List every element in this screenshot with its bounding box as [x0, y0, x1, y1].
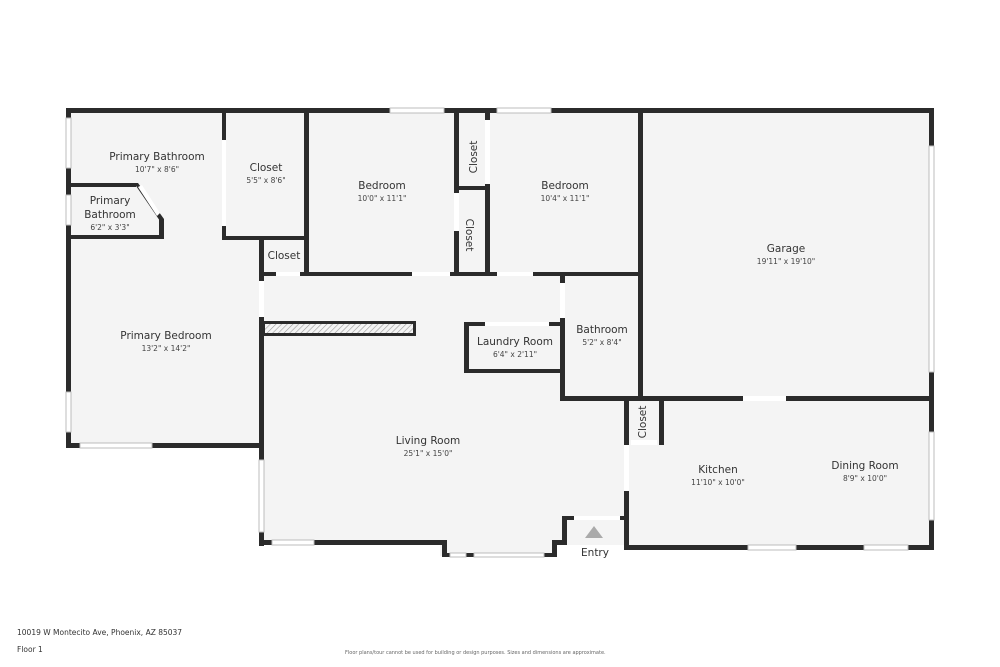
room-bedroom-1: Bedroom 10'0" x 11'1" [358, 180, 407, 203]
room-dimensions: 19'11" x 19'10" [757, 257, 815, 266]
room-name: Bedroom [541, 180, 589, 192]
room-entry: Entry [581, 547, 609, 559]
room-closet-lower: Closet [463, 219, 475, 252]
room-name: Dining Room [831, 460, 898, 472]
windows [65, 107, 935, 558]
room-dimensions: 10'4" x 11'1" [541, 194, 590, 203]
room-dimensions: 10'7" x 8'6" [135, 165, 179, 174]
room-bathroom: Bathroom 5'2" x 8'4" [576, 324, 628, 347]
room-name: Laundry Room [477, 336, 553, 348]
room-living: Living Room 25'1" x 15'0" [396, 435, 460, 458]
room-name: Bathroom [576, 324, 628, 336]
room-name: Closet [250, 162, 283, 174]
room-closet-primary: Closet 5'5" x 8'6" [246, 162, 285, 185]
room-dimensions: 25'1" x 15'0" [404, 449, 453, 458]
room-dimensions: 5'5" x 8'6" [246, 176, 285, 185]
room-name: Primary Bedroom [120, 330, 211, 342]
room-name: Garage [767, 243, 805, 255]
room-kitchen: Kitchen 11'10" x 10'0" [691, 464, 745, 487]
room-name: Closet [468, 141, 480, 174]
room-name: Closet [463, 219, 475, 252]
room-closet-small: Closet [268, 250, 301, 262]
room-laundry: Laundry Room 6'4" x 2'11" [477, 336, 553, 359]
room-dimensions: 6'4" x 2'11" [493, 350, 537, 359]
room-name: Living Room [396, 435, 460, 447]
room-name: Bedroom [358, 180, 406, 192]
room-floors [68, 110, 932, 556]
room-dimensions: 6'2" x 3'3" [90, 223, 129, 232]
entry-arrow-icon [585, 526, 603, 538]
room-name: Entry [581, 547, 609, 559]
room-garage: Garage 19'11" x 19'10" [757, 243, 815, 266]
room-bedroom-2: Bedroom 10'4" x 11'1" [541, 180, 590, 203]
room-name: Kitchen [698, 464, 737, 476]
room-name: Closet [637, 406, 649, 439]
room-dimensions: 8'9" x 10'0" [843, 474, 887, 483]
room-dimensions: 5'2" x 8'4" [582, 338, 621, 347]
room-primary-bathroom-small: Primary Bathroom 6'2" x 3'3" [84, 195, 136, 232]
room-name-line2: Bathroom [84, 209, 136, 221]
room-primary-bedroom: Primary Bedroom 13'2" x 14'2" [120, 330, 211, 353]
disclaimer: Floor plans/tour cannot be used for buil… [345, 650, 606, 656]
room-dimensions: 13'2" x 14'2" [142, 344, 191, 353]
room-primary-bathroom: Primary Bathroom 10'7" x 8'6" [109, 151, 204, 174]
room-closet-upper: Closet [468, 141, 480, 174]
room-labels: Primary Bathroom 10'7" x 8'6" Primary Ba… [84, 141, 898, 559]
room-dimensions: 11'10" x 10'0" [691, 478, 745, 487]
floor-label: Floor 1 [17, 645, 43, 654]
room-name: Closet [268, 250, 301, 262]
room-closet-kitchen: Closet [637, 406, 649, 439]
room-dining: Dining Room 8'9" x 10'0" [831, 460, 898, 483]
room-name-line1: Primary [90, 195, 131, 207]
room-name: Primary Bathroom [109, 151, 204, 163]
room-dimensions: 10'0" x 11'1" [358, 194, 407, 203]
doorways [138, 120, 786, 520]
property-address: 10019 W Montecito Ave, Phoenix, AZ 85037 [17, 628, 183, 637]
